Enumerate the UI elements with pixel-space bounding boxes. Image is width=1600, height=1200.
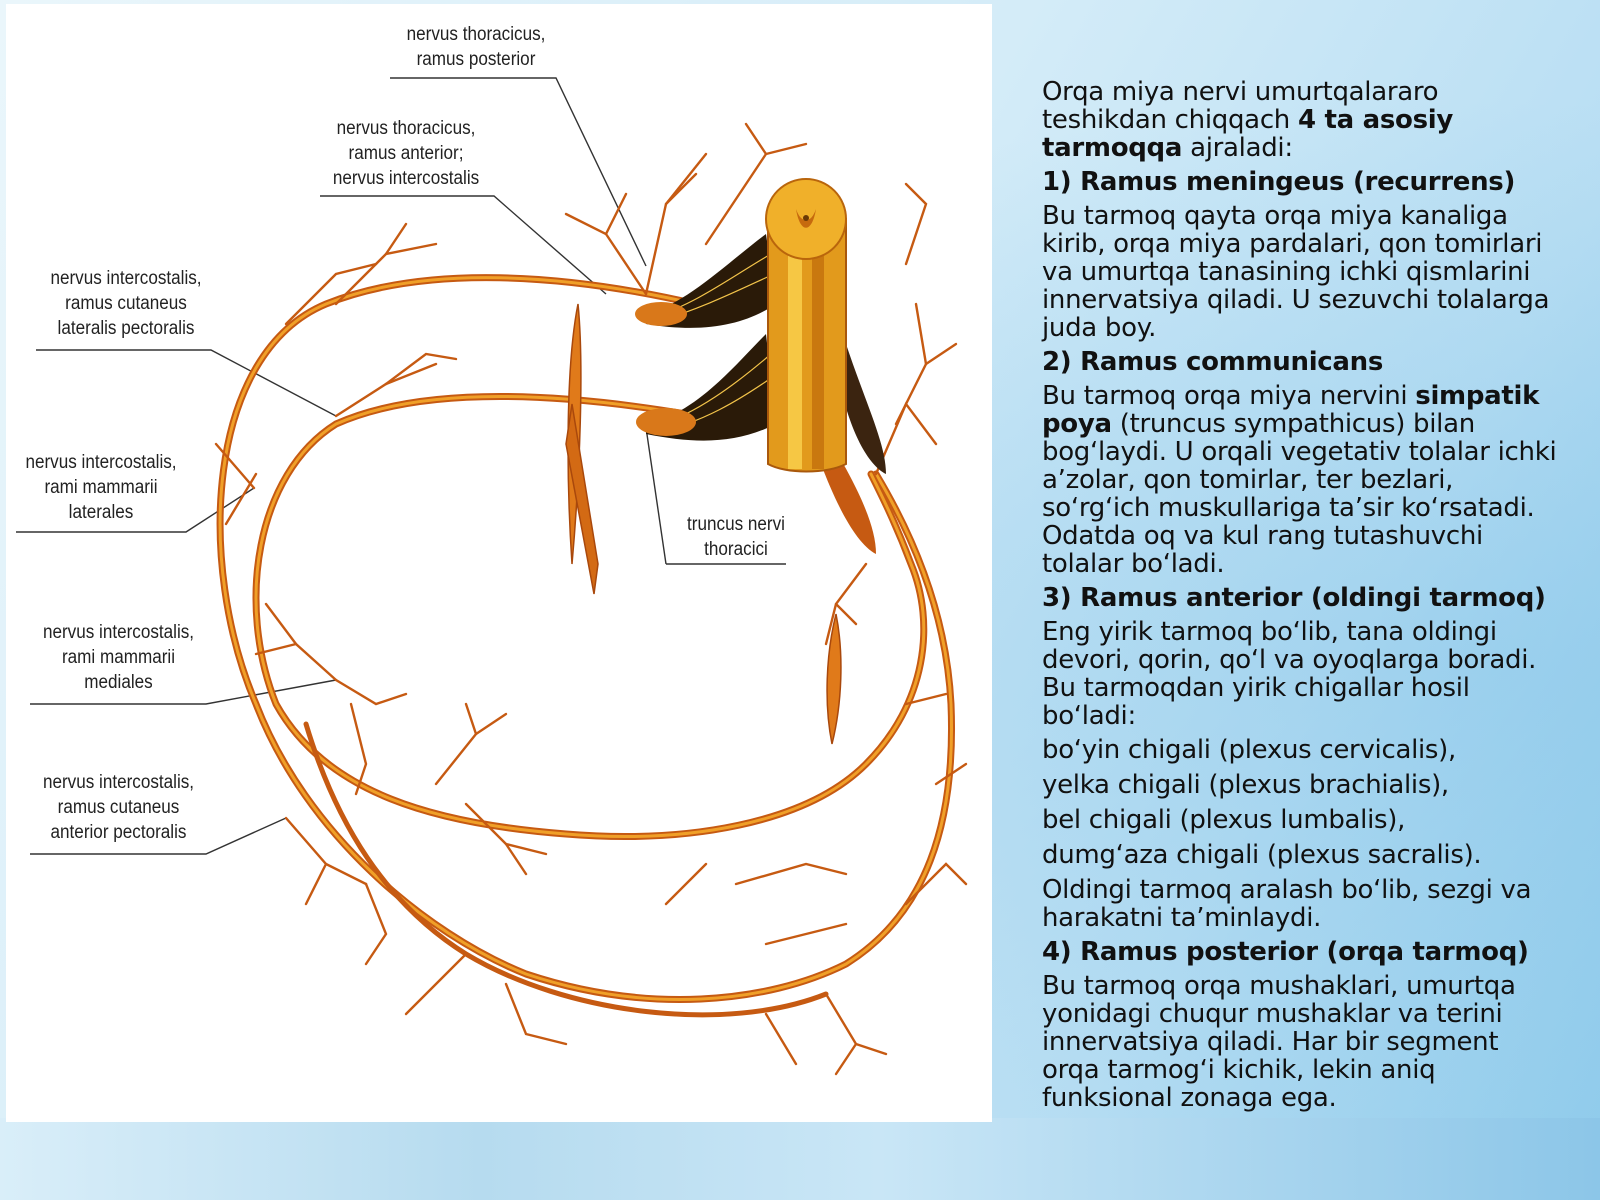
leader-lines [16, 77, 786, 855]
nerve-trunks [216, 274, 956, 1018]
intro-text: Orqa miya nervi umurtqalararo teshikdan … [1042, 77, 1454, 163]
nerve-branches [214, 122, 968, 1076]
label-cutaneus-anterior: nervus intercostalis, ramus cutaneus ant… [42, 772, 195, 843]
sympathetic-trunk [565, 303, 842, 745]
bottom-band [0, 1118, 1600, 1200]
label-thoracicus-posterior: nervus thoracicus, ramus posterior [406, 24, 546, 70]
heading-meningeus: 1) Ramus meningeus (recurrens) [1042, 167, 1516, 197]
label-truncus: truncus nervi thoracici [687, 514, 785, 560]
paragraph-meningeus: Bu tarmoq qayta orqa miya kanaliga kirib… [1042, 201, 1550, 343]
heading-anterior: 3) Ramus anterior (oldingi tarmoq) [1042, 583, 1546, 613]
heading-posterior: 4) Ramus posterior (orqa tarmoq) [1042, 937, 1529, 967]
paragraph-posterior: Bu tarmoq orqa mushaklari, umurtqa yonid… [1042, 971, 1516, 1113]
paragraph-anterior-1: Eng yirik tarmoq bo‘lib, tana oldingi de… [1042, 617, 1537, 675]
label-mammarii-mediales: nervus intercostalis, rami mammarii medi… [42, 622, 195, 693]
paragraph-anterior-3: Oldingi tarmoq aralash bo‘lib, sezgi va … [1042, 875, 1532, 933]
paragraph-anterior-2: Bu tarmoqdan yirik chigallar hosil bo‘la… [1042, 673, 1470, 731]
nerve-illustration [16, 77, 968, 1076]
paragraph-communicans: Bu tarmoq orqa miya nervini simpatik poy… [1042, 381, 1557, 579]
nerve-diagram: nervus thoracicus, ramus posterior nervu… [6, 4, 992, 1122]
nerve-roots [635, 234, 886, 554]
label-thoracicus-anterior: nervus thoracicus, ramus anterior; nervu… [332, 118, 480, 189]
plexus-item: bel chigali (plexus lumbalis), [1042, 805, 1406, 835]
plexus-item: dumg‘aza chigali (plexus sacralis). [1042, 840, 1482, 870]
label-cutaneus-lateralis: nervus intercostalis, ramus cutaneus lat… [50, 268, 202, 339]
heading-communicans: 2) Ramus communicans [1042, 347, 1384, 377]
spinal-cord [765, 178, 847, 473]
plexus-item: bo‘yin chigali (plexus cervicalis), [1042, 735, 1456, 765]
text-panel: Orqa miya nervi umurtqalararo teshikdan … [1042, 78, 1562, 1158]
plexus-item: yelka chigali (plexus brachialis), [1042, 770, 1449, 800]
label-mammarii-laterales: nervus intercostalis, rami mammarii late… [25, 452, 177, 523]
